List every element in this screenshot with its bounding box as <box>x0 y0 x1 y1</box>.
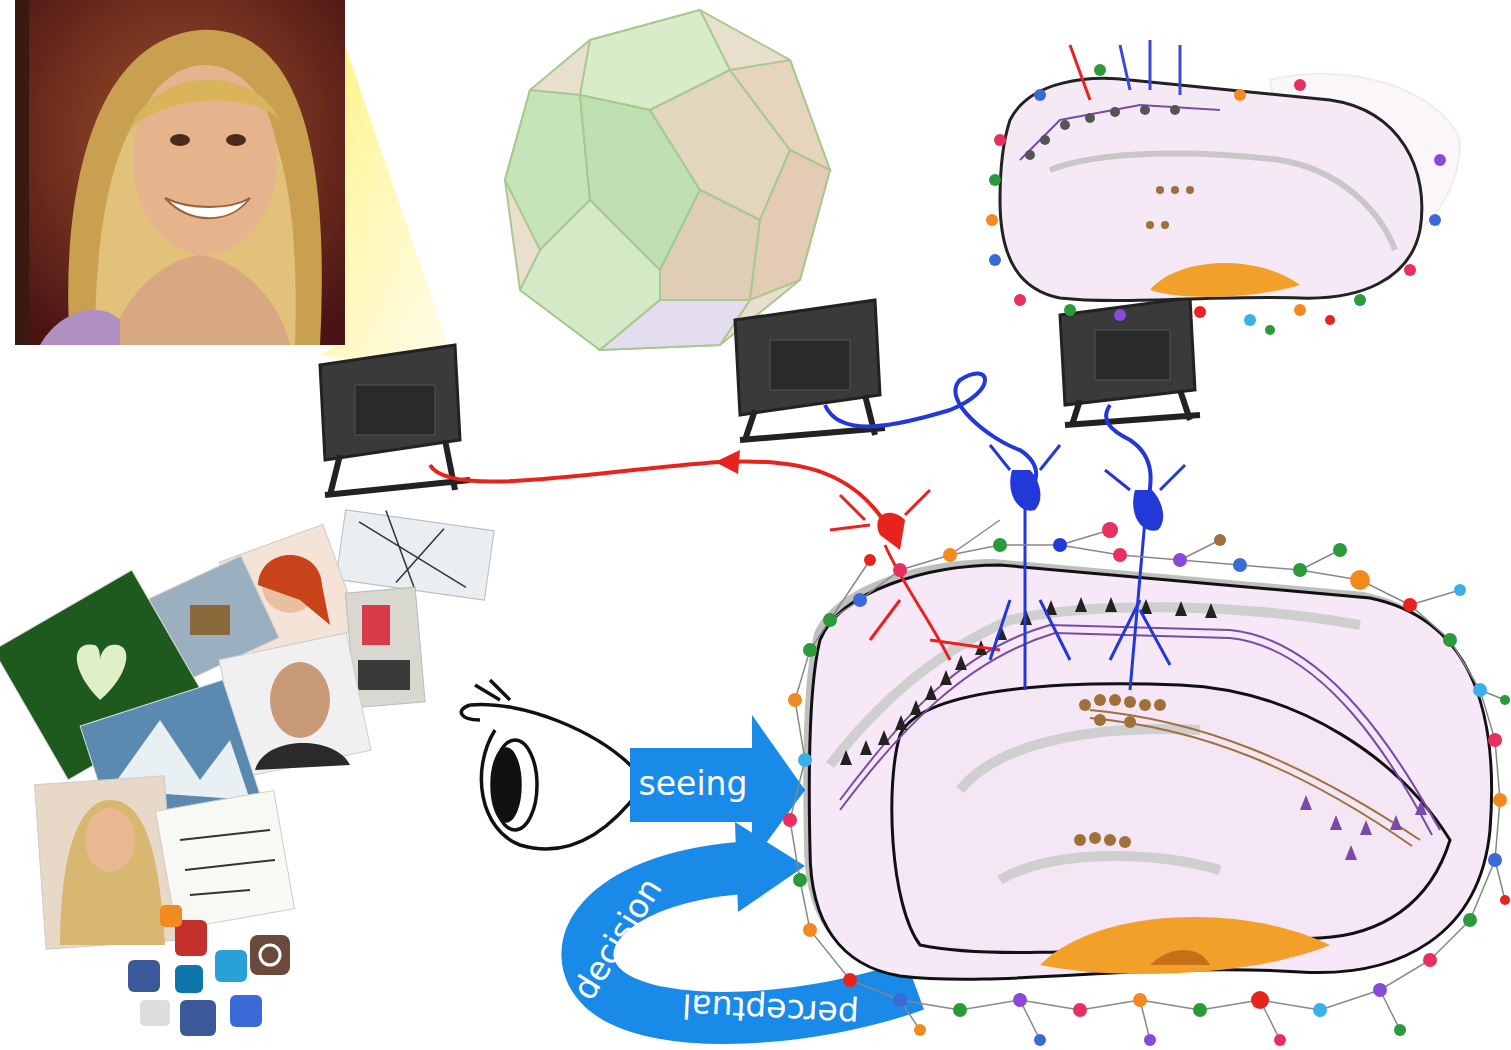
hippocampus <box>783 445 1510 1046</box>
monitor <box>735 300 885 440</box>
arrow-label: seeing <box>639 767 748 800</box>
arrowhead <box>735 822 805 912</box>
red-axon <box>430 461 895 540</box>
hippocampus-small <box>986 40 1460 335</box>
photo-collage <box>0 507 494 1036</box>
face-photo <box>15 0 345 345</box>
seeing-arrow <box>630 715 805 862</box>
eye <box>461 680 640 849</box>
dodecahedron <box>505 10 830 350</box>
monitor <box>320 345 470 495</box>
blue-axon <box>825 373 1036 505</box>
monitor <box>1060 298 1200 425</box>
arrowhead <box>715 450 740 474</box>
arrow-label: perceptual <box>681 989 859 1031</box>
